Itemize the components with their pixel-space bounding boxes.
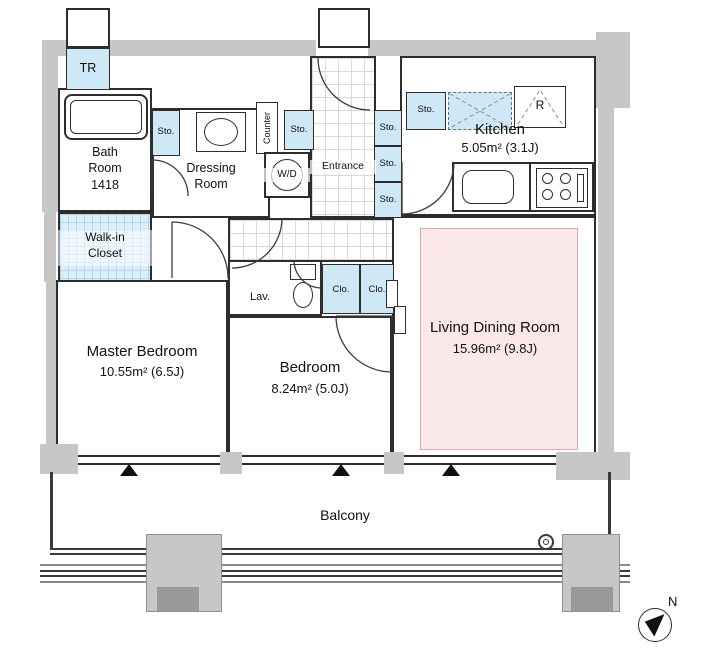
storage-bath-label: Sto. (157, 126, 175, 137)
trunk-room-label: TR (79, 61, 97, 75)
hallway (228, 218, 394, 262)
master-bedroom-label: Master Bedroom (86, 343, 198, 360)
storage-entrance-2-label: Sto. (379, 158, 397, 169)
balcony-wall-right (608, 472, 611, 552)
bathtub-inner (70, 100, 142, 134)
railing-line-3 (40, 581, 630, 583)
entrance-label: Entrance (310, 160, 376, 174)
room-master-bedroom (56, 280, 228, 460)
vent-marker-1 (120, 464, 138, 476)
storage-kitchen-label: Sto. (417, 104, 435, 115)
wall-top-right (368, 40, 598, 56)
toilet-bowl (293, 282, 313, 308)
storage-entrance-1-label: Sto. (379, 122, 397, 133)
walk-in-closet-label: Walk-in Closet (58, 230, 152, 266)
window-master (76, 455, 222, 465)
trunk-room-upper (66, 8, 110, 48)
storage-entrance-3 (374, 182, 402, 218)
balcony-drain-icon (538, 534, 554, 550)
wall-left-upper (42, 40, 58, 212)
washbasin-bowl (204, 118, 238, 146)
storage-mid (284, 110, 314, 150)
north-arrow-icon: N (638, 594, 684, 646)
closet-1 (322, 264, 360, 314)
living-dining-label: Living Dining Room (429, 319, 561, 336)
grill-slot (577, 174, 584, 202)
kitchen-sink-icon (462, 170, 514, 204)
wall-bottom-left-block (40, 444, 78, 474)
wall-right (598, 106, 614, 480)
master-bedroom-area-label: 10.55m² (6.5J) (99, 364, 185, 379)
storage-mid-label: Sto. (290, 124, 308, 135)
washer-dryer-label: W/D (264, 168, 310, 182)
burner-3 (542, 189, 553, 200)
living-dining-rug (420, 228, 578, 450)
bedroom-area-label: 8.24m² (5.0J) (271, 381, 349, 396)
entrance-door-leaf (318, 8, 370, 48)
balcony-drain-inner (543, 539, 549, 545)
wall-left-mid (44, 212, 56, 282)
storage-bath-side (152, 110, 180, 156)
burner-4 (560, 189, 571, 200)
balcony-wall-left (50, 472, 53, 552)
wall-stub-bedroom-living (384, 452, 404, 474)
storage-entrance-1 (374, 110, 402, 146)
railing-line-1 (40, 564, 630, 566)
sliding-door-panel-1 (386, 280, 398, 308)
storage-kitchen (406, 92, 446, 130)
vent-marker-3 (442, 464, 460, 476)
toilet-icon (290, 264, 316, 280)
dressing-room-label: Dressing Room (186, 161, 236, 192)
bedroom-label: Bedroom (279, 359, 341, 376)
pier-right-core (571, 587, 613, 611)
washbasin-icon (196, 112, 246, 152)
railing-line-2 (40, 570, 630, 577)
balcony-edge (50, 548, 611, 555)
pier-right (562, 534, 620, 612)
closet-2-label: Clo. (368, 284, 386, 295)
sliding-door-panel-2 (394, 306, 406, 334)
wall-top-left (54, 40, 316, 56)
bathtub-icon (64, 94, 148, 140)
counter-label: Counter (262, 111, 272, 145)
range-label: R (535, 98, 545, 112)
living-dining-area-label: 15.96m² (9.8J) (452, 341, 538, 356)
kitchen-area-label: 5.05m² (3.1J) (461, 140, 539, 155)
pier-left (146, 534, 222, 612)
storage-entrance-3-label: Sto. (379, 194, 397, 205)
window-living (404, 455, 556, 465)
closet-1-label: Clo. (332, 284, 350, 295)
burner-2 (560, 173, 571, 184)
bath-room-label: Bath Room 1418 (88, 145, 122, 192)
north-label: N (668, 594, 678, 609)
window-bedroom (242, 455, 384, 465)
balcony-label: Balcony (320, 507, 370, 523)
stove-icon (536, 168, 588, 208)
wall-bottom-right-block (556, 452, 630, 480)
wall-stub-master-bedroom (220, 452, 242, 474)
room-entrance (310, 56, 376, 218)
lavatory-label: Lav. (250, 291, 270, 303)
trunk-room (66, 48, 110, 90)
vent-marker-2 (332, 464, 350, 476)
master-door-arc (171, 221, 229, 279)
pier-left-core (157, 587, 199, 611)
burner-1 (542, 173, 553, 184)
counter-strip: Counter (256, 102, 278, 154)
wall-corner-top-right (596, 32, 630, 108)
wall-left-lower (46, 282, 56, 460)
kitchen-label: Kitchen (474, 121, 526, 138)
counter-divider (529, 162, 531, 212)
